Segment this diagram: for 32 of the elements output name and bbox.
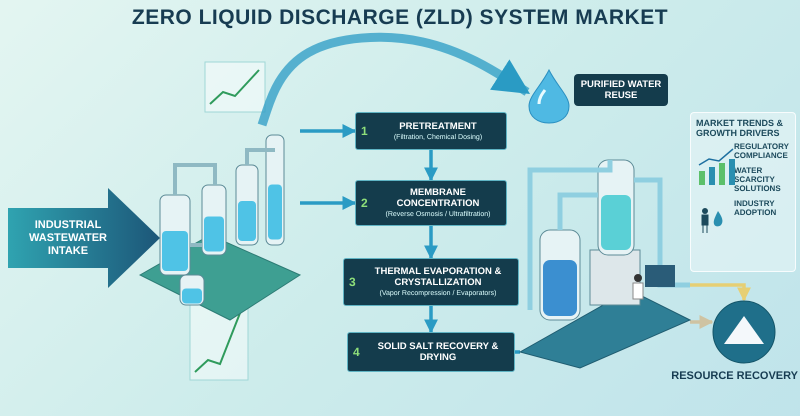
step-title: PRETREATMENT	[399, 120, 477, 132]
driver-item: REGULATORY COMPLIANCE	[734, 142, 790, 160]
process-step-box	[355, 180, 507, 226]
flow-arrow	[690, 283, 751, 302]
flow-arrow	[690, 315, 714, 329]
process-step-box	[347, 332, 515, 372]
flow-arrow	[258, 32, 530, 126]
flow-arrow	[300, 124, 356, 138]
market-trends-panel	[690, 112, 796, 272]
driver-item: WATER SCARCITY SOLUTIONS	[734, 166, 782, 193]
flow-arrow	[300, 196, 356, 210]
step-title: SOLID SALT RECOVERY & DRYING	[376, 341, 500, 363]
flow-arrow	[424, 150, 438, 182]
step-title: MEMBRANE CONCENTRATION	[396, 187, 480, 209]
label-box	[574, 74, 668, 106]
section-label: RESOURCE RECOVERY	[671, 370, 798, 382]
step-title: THERMAL EVAPORATION & CRYSTALLIZATION	[374, 266, 502, 288]
process-step-box	[355, 112, 507, 150]
step-number: 1	[361, 124, 368, 138]
water-drop-icon	[527, 68, 571, 124]
step-number: 2	[361, 196, 368, 210]
flow-arrow	[424, 306, 438, 334]
panel-heading: MARKET TRENDS & GROWTH DRIVERS	[696, 118, 784, 138]
driver-item: INDUSTRY ADOPTION	[734, 199, 778, 217]
process-step-box	[343, 258, 519, 306]
flow-arrow	[424, 226, 438, 260]
intake-label: INDUSTRIAL WASTEWATER INTAKE	[28, 218, 108, 258]
title: ZERO LIQUID DISCHARGE (ZLD) SYSTEM MARKET	[130, 6, 670, 30]
intake-arrow	[8, 188, 160, 288]
step-number: 4	[353, 345, 360, 359]
output-label: PURIFIED WATER REUSE	[580, 79, 662, 101]
step-number: 3	[349, 275, 356, 289]
